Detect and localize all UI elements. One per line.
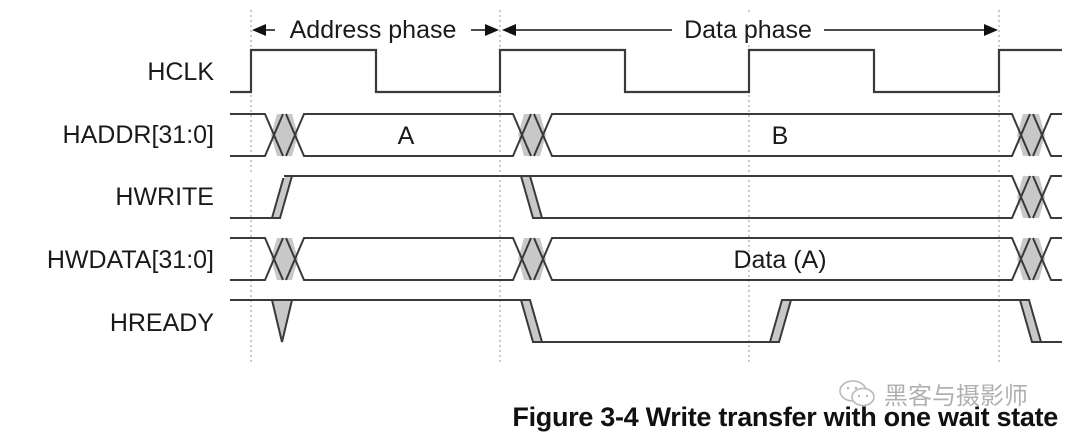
arrowhead-left-icon [252, 24, 266, 36]
hwrite-waveform [230, 175, 1062, 219]
transition-hatch [519, 175, 544, 219]
watermark: 黑客与摄影师 [838, 376, 1028, 411]
hready-waveform [230, 299, 1062, 343]
data-phase-marker: Data phase [502, 14, 998, 44]
transition-hatch [1018, 299, 1043, 343]
hwdata-waveform [230, 237, 1062, 281]
cycle-guides [250, 10, 1000, 362]
transition-hatch [768, 299, 793, 343]
signal-label-hready: HREADY [110, 309, 215, 337]
watermark-text: 黑客与摄影师 [884, 382, 1028, 410]
haddr-value-a: A [398, 122, 415, 150]
arrowhead-right-icon [984, 24, 998, 36]
address-phase-marker: Address phase [252, 14, 499, 44]
hwrite-right [999, 175, 1070, 220]
wechat-icon [839, 379, 875, 406]
transition-hatch [270, 299, 294, 343]
hclk-waveform [230, 48, 1062, 94]
transition-hatch [519, 299, 544, 343]
data-phase-label: Data phase [684, 16, 812, 44]
transition-hatch [270, 175, 294, 219]
haddr-waveform [230, 113, 1062, 157]
signal-label-hclk: HCLK [147, 58, 214, 86]
signal-label-haddr: HADDR[31:0] [63, 121, 214, 149]
address-phase-label: Address phase [290, 16, 457, 44]
hwdata-value-a: Data (A) [733, 246, 826, 274]
arrowhead-left-icon [502, 24, 516, 36]
signal-label-hwrite: HWRITE [115, 183, 214, 211]
signal-label-hwdata: HWDATA[31:0] [47, 246, 214, 274]
haddr-value-b: B [772, 122, 789, 150]
hwrite-mask [228, 174, 285, 178]
figure-caption: Figure 3-4 Write transfer with one wait … [512, 402, 1058, 432]
arrowhead-right-icon [485, 24, 499, 36]
